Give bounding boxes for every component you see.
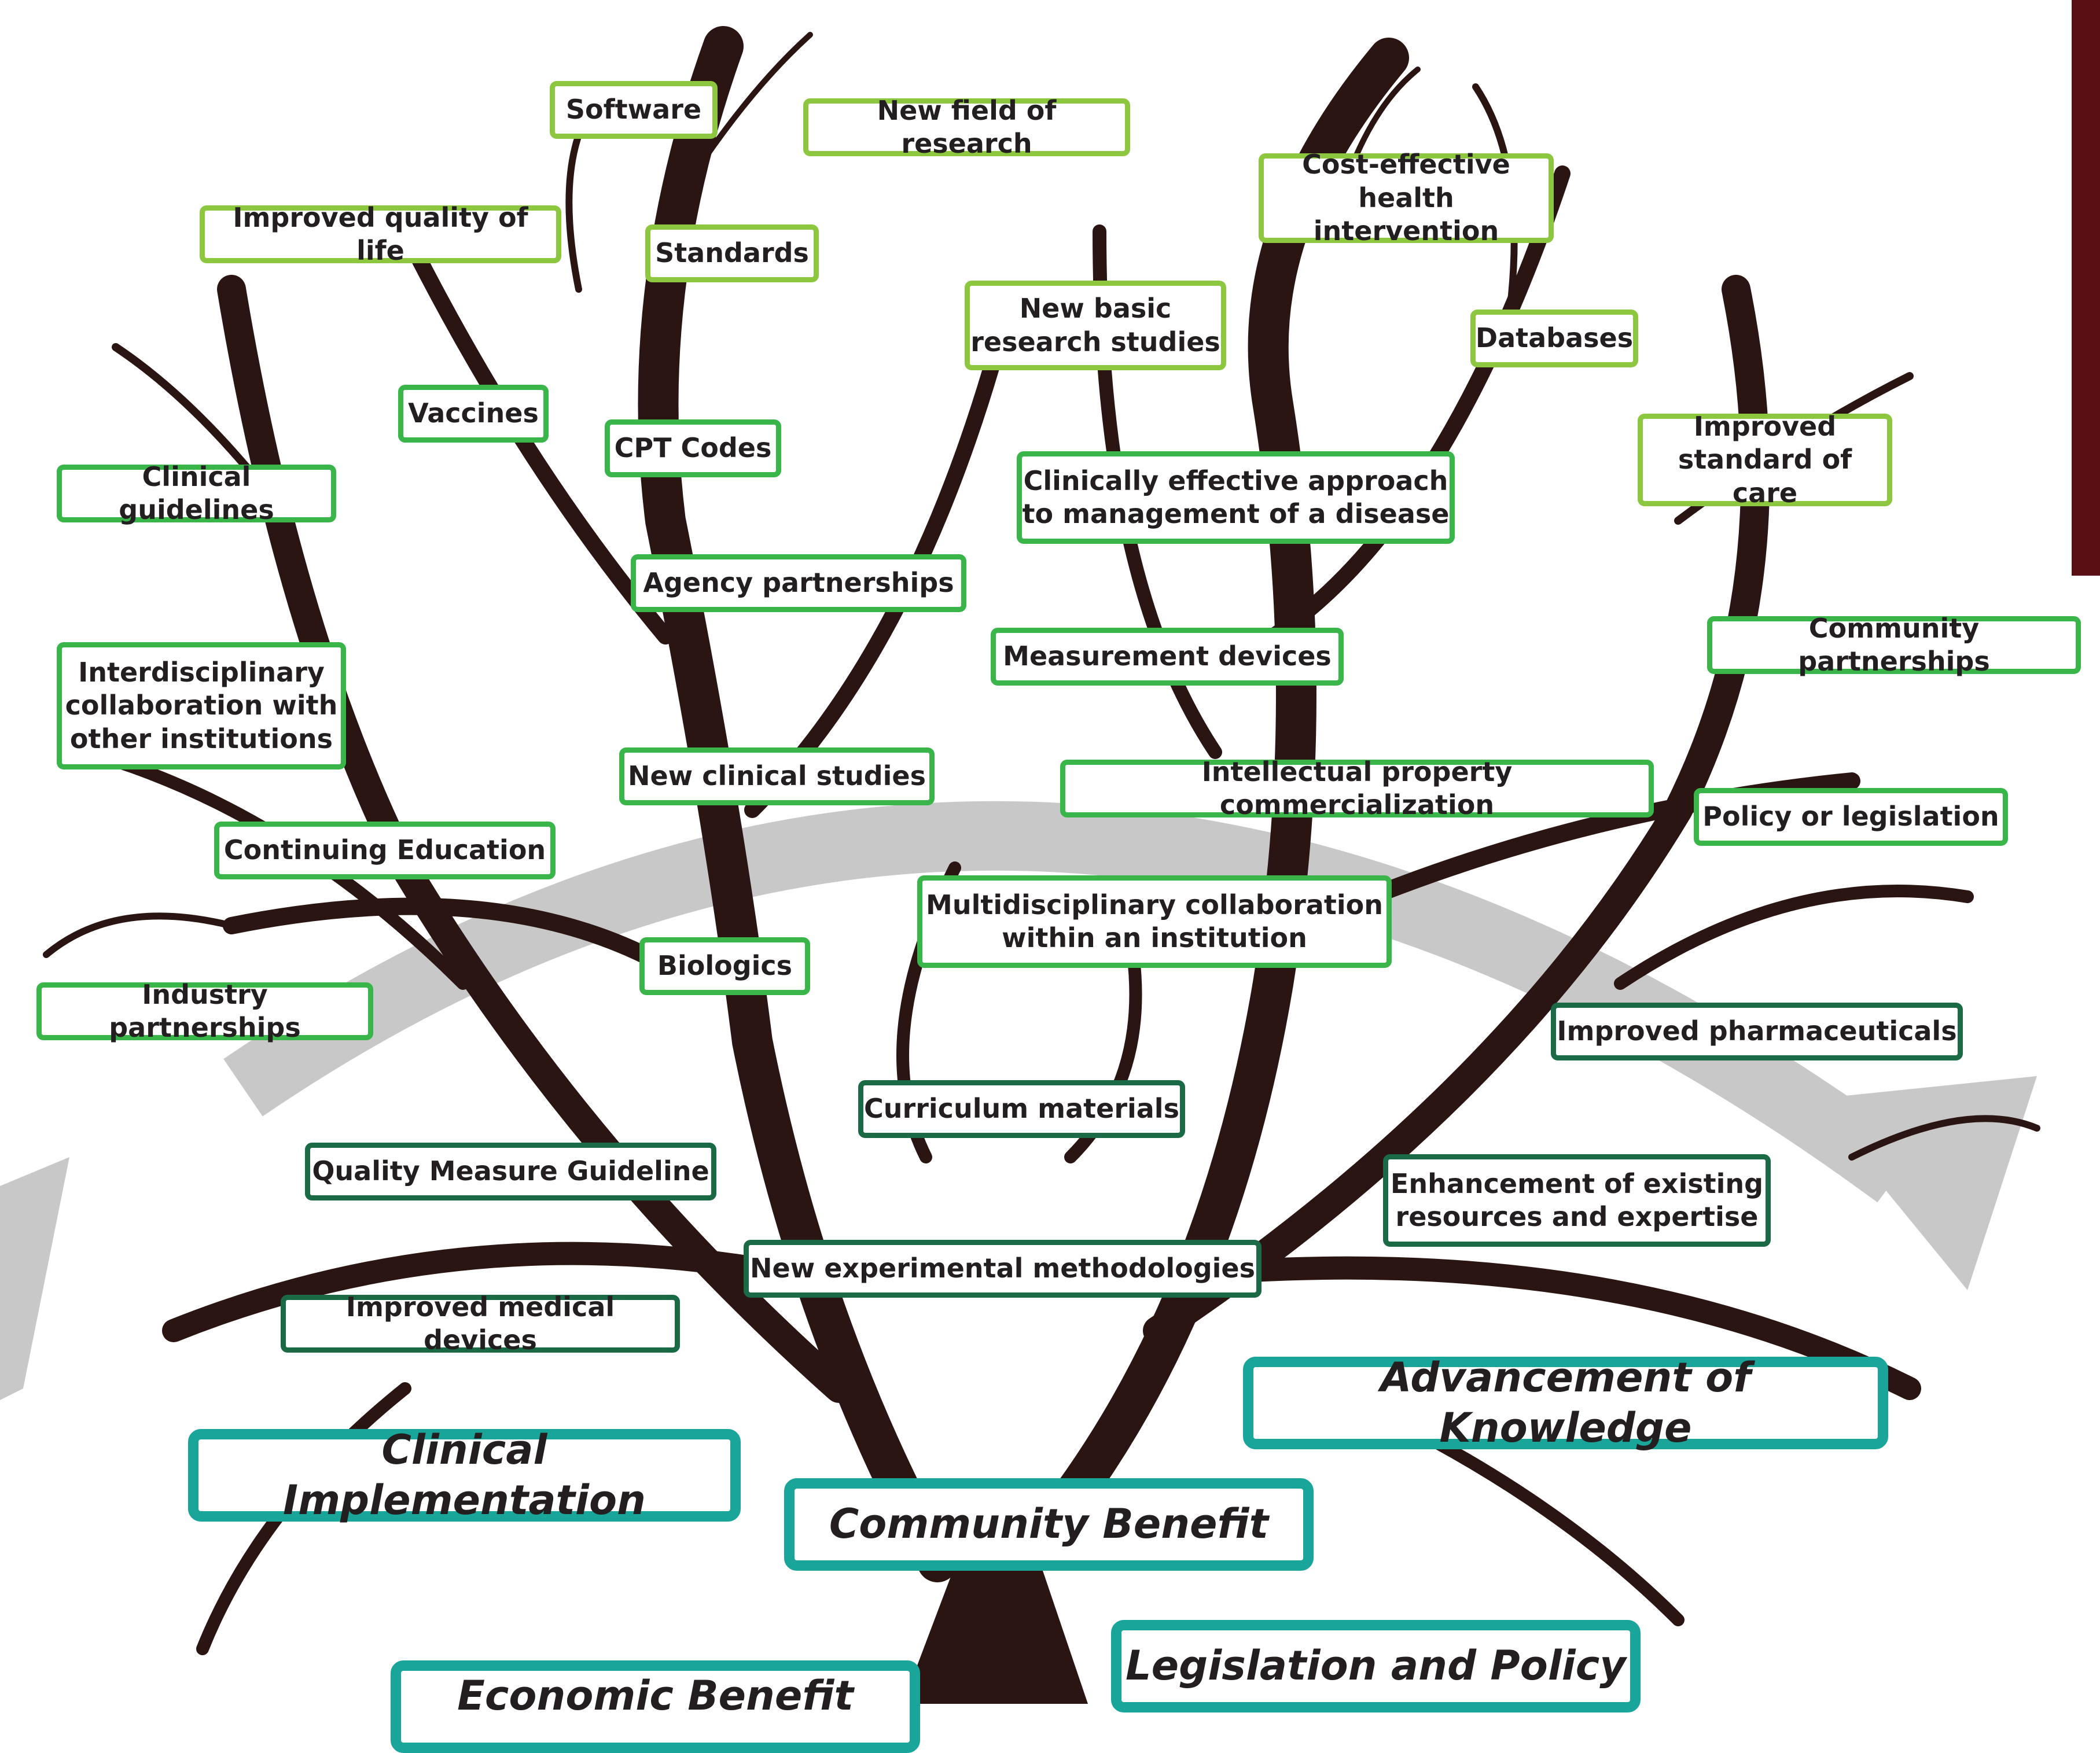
label-clinical-guidelines: Clinical guidelines	[57, 461, 336, 525]
label-improved-medical-devices: Improved medical devices	[281, 1291, 680, 1356]
category-clinical-implementation: Clinical Implementation	[188, 1426, 741, 1524]
category-community-benefit: Community Benefit	[784, 1478, 1314, 1571]
label-software: Software	[550, 81, 718, 139]
label-measurement-devices: Measurement devices	[991, 628, 1344, 686]
label-clinically-effective-approach: Clinically effective approach to managem…	[1017, 451, 1455, 544]
label-industry-partnerships: Industry partnerships	[36, 979, 373, 1043]
label-interdisciplinary-collaboration: Interdisciplinary collaboration with oth…	[57, 642, 346, 769]
sidebar-accent-bar	[2072, 0, 2100, 576]
label-cost-effective-health-intervention: Cost-effective health intervention	[1259, 149, 1554, 246]
label-improved-pharmaceuticals: Improved pharmaceuticals	[1551, 1003, 1963, 1060]
category-economic-benefit: Economic Benefit	[391, 1660, 920, 1753]
label-enhancement-of-existing-resources: Enhancement of existing resources and ex…	[1383, 1154, 1771, 1247]
label-biologics: Biologics	[639, 937, 810, 995]
tree-trunk	[903, 1533, 1088, 1704]
label-continuing-education: Continuing Education	[214, 822, 556, 879]
label-new-experimental-methodologies: New experimental methodologies	[744, 1240, 1262, 1298]
arrow-head-right	[1811, 1076, 2037, 1290]
label-new-clinical-studies: New clinical studies	[619, 747, 935, 805]
label-agency-partnerships: Agency partnerships	[631, 554, 966, 612]
label-improved-standard-of-care: Improved standard of care	[1638, 411, 1892, 509]
label-multidisciplinary-collaboration: Multidisciplinary collaboration within a…	[917, 875, 1392, 968]
label-policy-or-legislation: Policy or legislation	[1694, 788, 2008, 846]
arrow-tail-left	[0, 1157, 69, 1400]
label-quality-measure-guideline: Quality Measure Guideline	[305, 1143, 716, 1200]
label-curriculum-materials: Curriculum materials	[858, 1080, 1185, 1138]
label-new-field-of-research: New field of research	[803, 95, 1130, 159]
label-databases: Databases	[1470, 310, 1638, 367]
category-legislation-and-policy: Legislation and Policy	[1111, 1620, 1641, 1713]
label-cpt-codes: CPT Codes	[605, 419, 781, 477]
label-vaccines: Vaccines	[398, 385, 549, 443]
label-new-basic-research-studies: New basic research studies	[965, 281, 1226, 370]
label-improved-quality-of-life: Improved quality of life	[200, 202, 561, 266]
label-intellectual-property-commercialization: Intellectual property commercialization	[1060, 756, 1654, 820]
label-standards: Standards	[645, 224, 819, 282]
category-advancement-of-knowledge: Advancement of Knowledge	[1243, 1354, 1888, 1452]
label-community-partnerships: Community partnerships	[1707, 613, 2081, 677]
